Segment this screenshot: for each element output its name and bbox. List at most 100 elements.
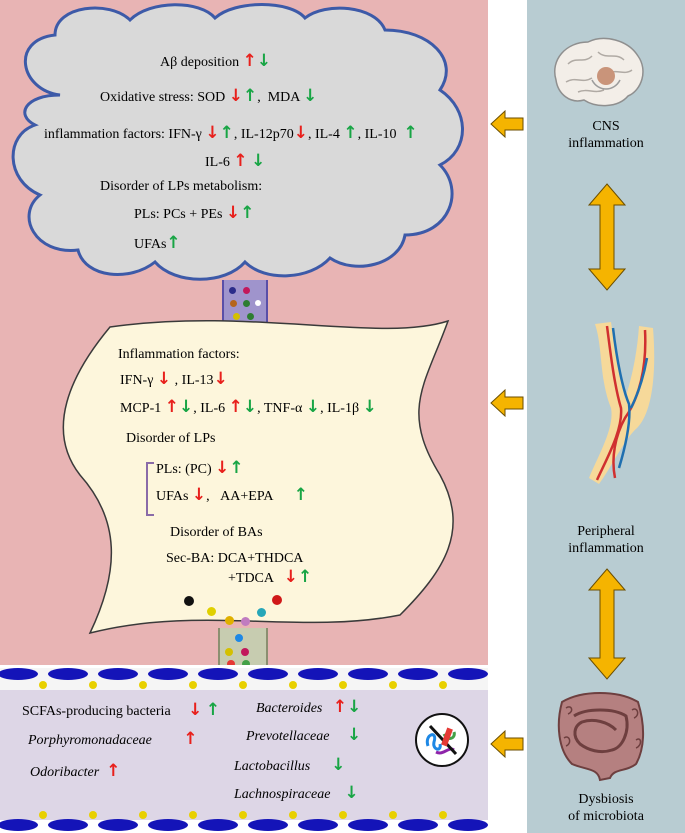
periph-tdca-line: +TDCA ↓↑ (228, 567, 313, 588)
bile-acid-ball-icon (225, 616, 234, 625)
cns-pls-label: PLs: PCs + PEs (134, 207, 223, 222)
abeta-deposition-line: Aβ deposition ↑↓ (160, 51, 272, 72)
down-arrow-icon: ↓ (344, 783, 359, 803)
up-arrow-icon: ↑ (240, 203, 255, 223)
particle-icon (243, 300, 250, 307)
il10-label: IL-10 (364, 127, 397, 142)
periph-bas-heading: Disorder of BAs (170, 525, 263, 540)
cns-inflam-label: inflammation factors: IFN-γ (44, 127, 202, 142)
up-arrow-icon: ↑ (166, 233, 181, 253)
periph-il6-label: IL-6 (200, 401, 226, 416)
periph-mcp1-line: MCP-1 ↑↓, IL-6 ↑↓, TNF-α ↓, IL-1β ↓ (120, 397, 377, 418)
particle-icon (247, 313, 254, 320)
peripheral-label: Peripheral inflammation (542, 523, 670, 557)
comma: , (206, 489, 210, 504)
cns-label: CNS inflammation (542, 118, 670, 152)
down-arrow-icon: ↓ (303, 86, 318, 106)
up-arrow-icon: ↑ (297, 567, 313, 587)
up-arrow-icon: ↑ (229, 458, 244, 478)
down-arrow-icon: ↓ (305, 397, 321, 417)
double-arrow-icon (588, 183, 626, 291)
down-arrow-icon: ↓ (346, 725, 362, 745)
bile-acid-ball-icon (207, 607, 216, 616)
periph-il1b-label: IL-1β (327, 401, 360, 416)
gut-lactobac-label: Lactobacillus (234, 759, 311, 774)
oxidative-label: Oxidative stress: SOD (100, 90, 226, 105)
periph-tnf-label: TNF-α (263, 401, 303, 416)
cns-label-line2: inflammation (568, 136, 644, 151)
particle-icon (230, 300, 237, 307)
down-arrow-icon: ↓ (178, 397, 194, 417)
particle-icon (225, 648, 233, 656)
arrow-to-periphery-icon (490, 388, 524, 418)
gut-odori-label: Odoribacter (30, 765, 100, 780)
gut-bacteroides-label: Bacteroides (256, 701, 323, 716)
gut-lachno-label: Lachnospiraceae (234, 787, 331, 802)
gut-scfa-line: SCFAs-producing bacteria ↓ ↑ (22, 700, 220, 721)
down-arrow-icon: ↓ (215, 458, 230, 478)
bile-acid-ball-icon (272, 595, 282, 605)
arrow-to-gut-icon (490, 729, 524, 759)
double-arrow-icon (588, 568, 626, 680)
cns-ufas-label: UFAs (134, 237, 167, 252)
il4-label: IL-4 (314, 127, 340, 142)
comma: , (233, 127, 238, 142)
abeta-label: Aβ deposition (160, 55, 240, 70)
dysbiosis-label-line2: of microbiota (568, 809, 644, 824)
bile-acid-ball-icon (241, 617, 250, 626)
peripheral-label-line2: inflammation (568, 541, 644, 556)
down-arrow-icon: ↓ (362, 397, 377, 417)
gut-porphyro-label: Porphyromonadaceae (28, 733, 152, 748)
lps-bracket (146, 462, 154, 516)
down-arrow-icon: ↓ (251, 151, 266, 171)
gut-prevotell-label: Prevotellaceae (246, 729, 330, 744)
particle-icon (227, 660, 235, 668)
comma: , (357, 127, 362, 142)
periph-tdca-label: +TDCA (228, 571, 274, 586)
gut-porphyro-line: Porphyromonadaceae ↑ (28, 729, 198, 750)
up-arrow-icon: ↑ (293, 485, 308, 505)
up-arrow-icon: ↑ (343, 123, 358, 143)
particle-icon (233, 313, 240, 320)
particle-icon (255, 300, 261, 306)
periph-pls-label: PLs: (PC) (156, 462, 212, 477)
cns-cloud-shape (11, 3, 464, 281)
periph-ufas-line: UFAs ↓, AA+EPA ↑ (156, 485, 308, 506)
periph-secba-line: Sec-BA: DCA+THDCA (166, 551, 304, 566)
down-arrow-icon: ↓ (225, 203, 241, 223)
periphery-scroll-shape (62, 319, 454, 635)
down-arrow-icon: ↓ (293, 123, 308, 143)
up-arrow-icon: ↑ (233, 151, 248, 171)
lps-metabolism-heading: Disorder of LPs metabolism: (100, 179, 263, 194)
comma: , (320, 401, 324, 416)
down-arrow-icon: ↓ (188, 700, 203, 720)
periph-lps-heading: Disorder of LPs (126, 431, 216, 446)
comma: , (193, 401, 197, 416)
peripheral-label-line1: Peripheral (577, 524, 635, 539)
cns-pls-line: PLs: PCs + PEs ↓↑ (134, 203, 255, 224)
intestine-icon (557, 692, 645, 782)
periph-ifn-label: IFN-γ (120, 373, 154, 388)
down-arrow-icon: ↓ (213, 369, 228, 389)
periph-ufas-label: UFAs (156, 489, 189, 504)
periph-ifn-line: IFN-γ ↓ , IL-13↓ (120, 369, 228, 390)
periph-il13-label: IL-13 (181, 373, 214, 388)
down-arrow-icon: ↓ (191, 485, 207, 505)
up-arrow-icon: ↑ (228, 397, 243, 417)
down-arrow-icon: ↓ (347, 697, 362, 717)
particle-icon (243, 287, 250, 294)
up-arrow-icon: ↑ (106, 761, 121, 781)
oxidative-stress-line: Oxidative stress: SOD ↓↑, MDA ↓ (100, 86, 318, 107)
blood-vessel-icon (589, 322, 655, 484)
up-arrow-icon: ↑ (164, 397, 179, 417)
up-arrow-icon: ↑ (403, 123, 418, 143)
down-arrow-icon: ↓ (242, 397, 258, 417)
gut-prevotell-line: Prevotellaceae ↓ (246, 725, 362, 746)
dysbiosis-label: Dysbiosis of microbiota (542, 791, 670, 825)
down-arrow-icon: ↓ (283, 567, 298, 587)
bile-acid-ball-icon (184, 596, 194, 606)
up-arrow-icon: ↑ (242, 86, 258, 106)
up-arrow-icon: ↑ (183, 729, 198, 749)
down-arrow-icon: ↓ (256, 51, 272, 71)
up-arrow-icon: ↑ (219, 123, 234, 143)
